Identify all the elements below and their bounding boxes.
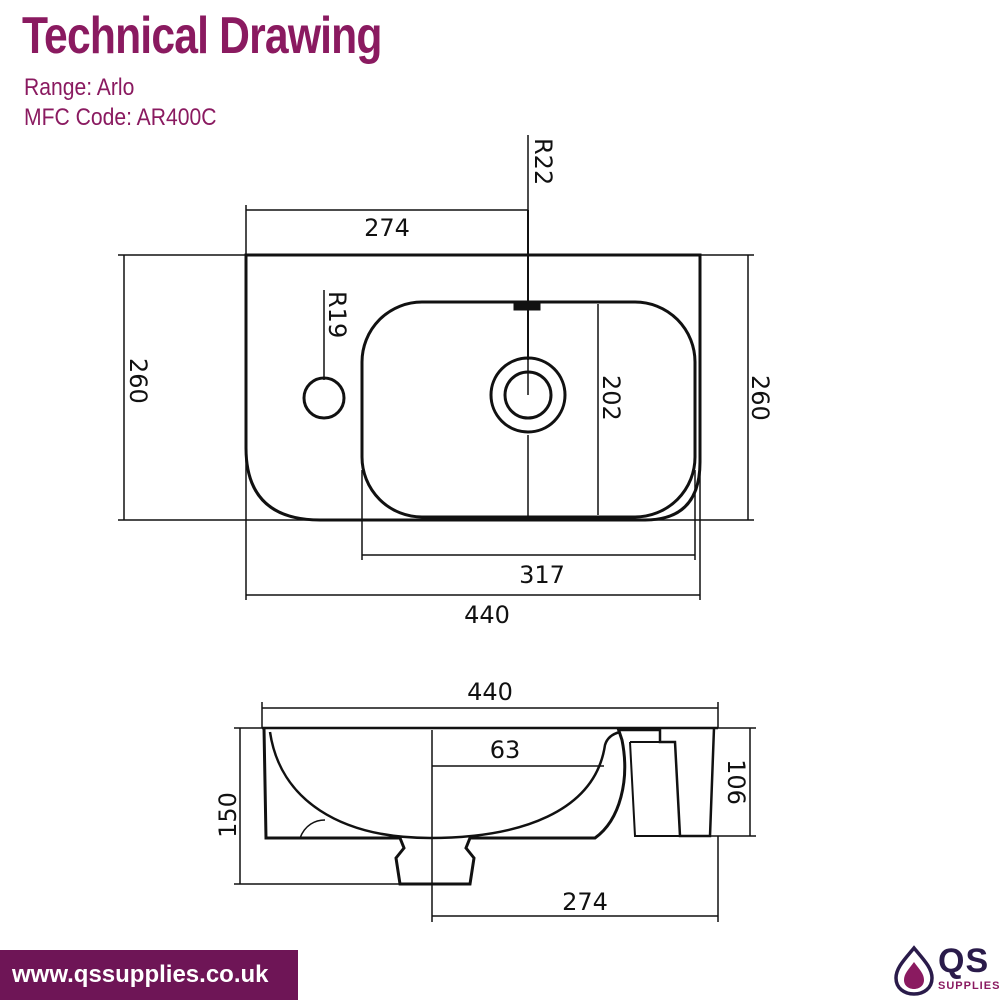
dim-tap-offset-top: 274 <box>364 214 410 242</box>
dim-bowl-width: 317 <box>519 561 565 589</box>
bowl-inner-curve <box>268 730 621 840</box>
website-link[interactable]: www.qssupplies.co.uk <box>0 950 298 1000</box>
bowl-inner-curve-2 <box>299 819 326 839</box>
dim-hole-radius: R19 <box>323 291 351 338</box>
dim-bowl-depth: 202 <box>597 375 625 421</box>
side-view <box>234 702 756 922</box>
dim-inner: 63 <box>490 736 521 764</box>
dim-depth-right: 260 <box>746 375 774 421</box>
dim-tap-radius: R22 <box>529 138 557 185</box>
dim-waste-offset: 274 <box>562 888 608 916</box>
logo-subtext: SUPPLIES <box>938 980 1000 992</box>
dim-overall-width-side: 440 <box>467 678 513 706</box>
qs-logo-icon <box>894 945 934 996</box>
bowl-section <box>262 727 627 886</box>
dim-overall-width-top: 440 <box>464 601 510 629</box>
basin-outline <box>244 253 702 522</box>
tap-housing-inner <box>629 741 680 837</box>
range-label: Range: Arlo <box>24 74 135 101</box>
technical-drawing: 274 R22 R19 260 260 202 317 440 <box>118 135 774 922</box>
logo-text: QS <box>938 942 990 980</box>
dim-side-height: 106 <box>722 759 750 805</box>
top-view <box>118 135 754 600</box>
tap-hole-outer <box>302 376 346 420</box>
dim-depth-left: 260 <box>124 358 152 404</box>
dim-height: 150 <box>214 792 242 838</box>
page-title: Technical Drawing <box>22 7 382 65</box>
mfc-code-label: MFC Code: AR400C <box>24 104 217 131</box>
